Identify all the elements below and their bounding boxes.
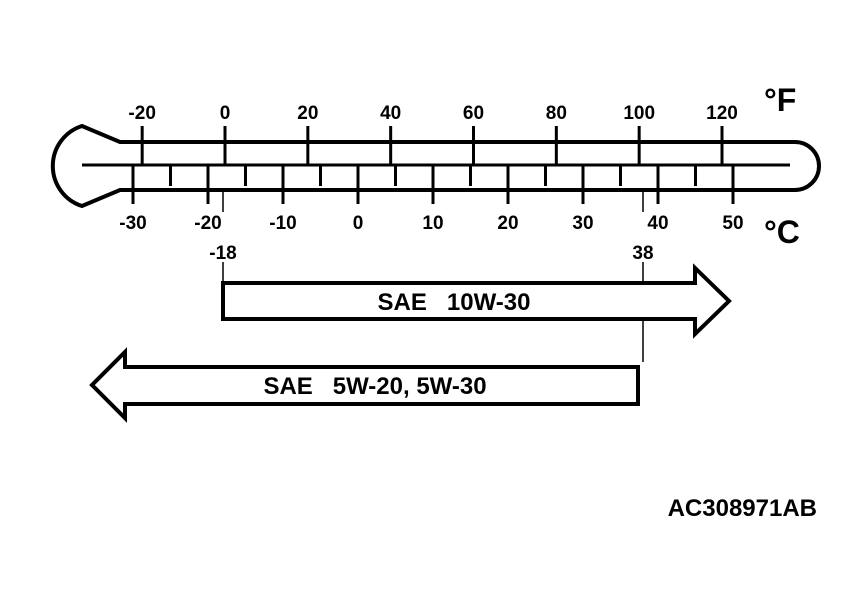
fahrenheit-tick-label: 100 [623, 103, 655, 124]
figure-id: AC308971AB [668, 495, 817, 522]
celsius-tick-label: -10 [269, 213, 296, 234]
celsius-tick-label: 50 [722, 213, 743, 234]
celsius-tick-label: 30 [572, 213, 593, 234]
celsius-scale: -30 -20 -10 0 10 20 30 40 50 [119, 165, 744, 234]
fahrenheit-tick-label: 60 [463, 103, 484, 124]
marker-label: 38 [632, 243, 653, 264]
range-arrow-5w-20-5w-30-shape [89, 347, 640, 423]
fahrenheit-tick-label: 120 [706, 103, 738, 124]
fahrenheit-tick-label: 40 [380, 103, 401, 124]
range-arrow-10w-30: SAE 10W-30 [221, 263, 732, 339]
fahrenheit-scale: -20 0 20 40 60 80 100 120 [128, 103, 738, 165]
fahrenheit-unit-label: °F [764, 82, 796, 118]
celsius-tick-label: 0 [353, 213, 364, 234]
celsius-tick-label: -20 [194, 213, 221, 234]
thermometer-outline [50, 123, 821, 209]
fahrenheit-tick-label: 0 [220, 103, 231, 124]
range-arrow-10w-30-label: SAE 10W-30 [378, 289, 531, 316]
celsius-tick-label: 20 [497, 213, 518, 234]
fahrenheit-tick-label: -20 [128, 103, 155, 124]
celsius-tick-label: -30 [119, 213, 146, 234]
fahrenheit-tick-label: 20 [297, 103, 318, 124]
celsius-unit-label: °C [764, 214, 800, 250]
marker-label: -18 [209, 243, 236, 264]
range-arrow-5w-20-5w-30: SAE 5W-20, 5W-30 [89, 347, 640, 423]
fahrenheit-tick-label: 80 [546, 103, 567, 124]
range-arrow-10w-30-shape [221, 263, 732, 339]
range-arrow-5w-20-5w-30-label: SAE 5W-20, 5W-30 [263, 373, 486, 400]
celsius-tick-label: 10 [422, 213, 443, 234]
celsius-tick-label: 40 [647, 213, 668, 234]
